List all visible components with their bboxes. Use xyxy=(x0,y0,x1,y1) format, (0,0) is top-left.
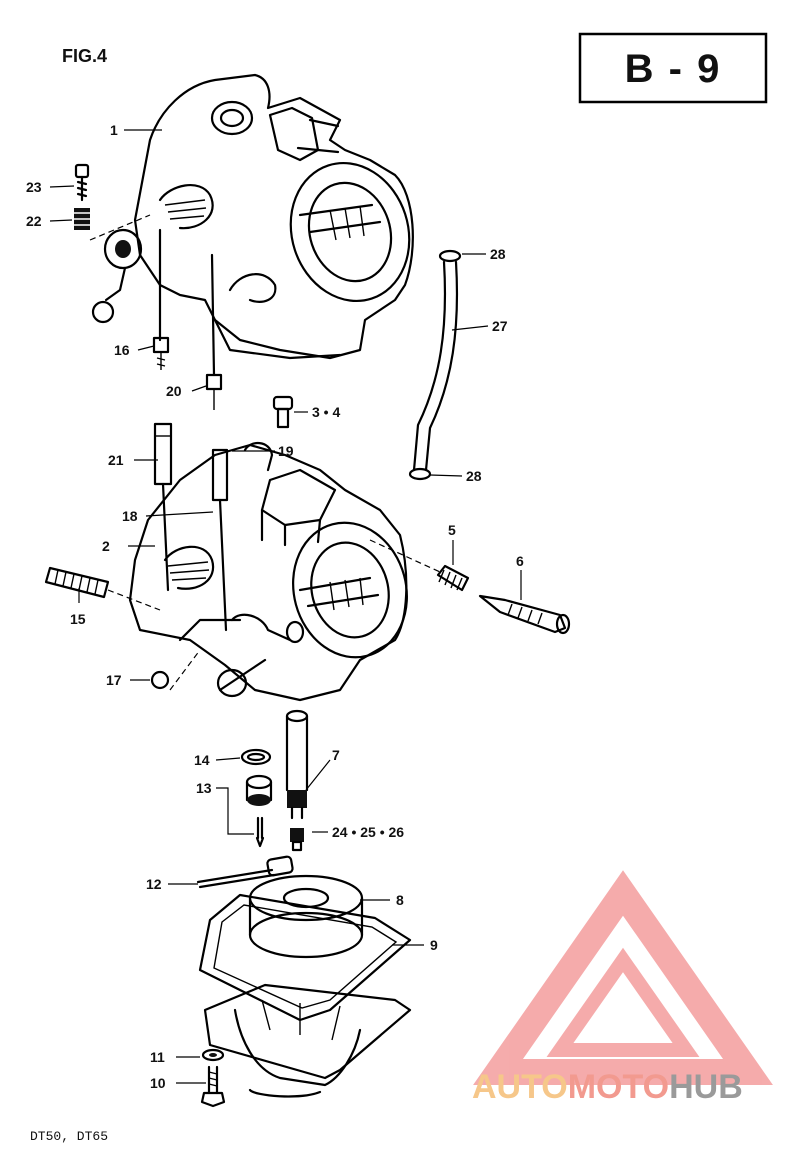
leader-lines xyxy=(49,129,522,1084)
watermark-moto: MOTO xyxy=(568,1068,669,1106)
figure-title: FIG.4 xyxy=(62,46,107,66)
screw-15 xyxy=(44,566,161,611)
callout-9: 9 xyxy=(430,937,438,953)
callout-15: 15 xyxy=(70,611,86,627)
watermark-auto: AUTO xyxy=(472,1068,568,1106)
screw-23 xyxy=(74,163,90,202)
callout-28-bottom: 28 xyxy=(466,468,482,484)
callout-2: 2 xyxy=(102,538,110,554)
callout-27: 27 xyxy=(492,318,508,334)
callout-10: 10 xyxy=(150,1075,166,1091)
float-bowl xyxy=(203,983,412,1098)
callout-21: 21 xyxy=(108,452,124,468)
callout-11: 11 xyxy=(150,1049,165,1065)
model-label: DT50, DT65 xyxy=(30,1129,108,1144)
callout-12: 12 xyxy=(146,876,162,892)
callout-16: 16 xyxy=(114,342,130,358)
code-box xyxy=(578,32,768,104)
callout-17: 17 xyxy=(106,672,122,688)
callout-24-25-26: 24 • 25 • 26 xyxy=(332,824,404,840)
spring-22 xyxy=(74,208,90,230)
callout-5: 5 xyxy=(448,522,456,538)
callout-19: 19 xyxy=(278,443,294,459)
screw-3-4 xyxy=(272,395,294,429)
rod-21 xyxy=(153,422,173,592)
callout-labels: 1 2 3 • 4 5 6 7 8 9 10 11 12 13 14 15 16… xyxy=(26,122,524,1091)
callout-28-top: 28 xyxy=(490,246,506,262)
main-jet-holder-7 xyxy=(285,709,309,820)
callout-23: 23 xyxy=(26,179,42,195)
callout-13: 13 xyxy=(196,780,212,796)
washer-11 xyxy=(201,1048,225,1062)
watermark-hub: HUB xyxy=(669,1068,743,1106)
washer-17 xyxy=(150,649,201,691)
washer-14 xyxy=(240,748,272,766)
figure-code: B - 9 xyxy=(625,47,722,91)
rod-18 xyxy=(211,448,229,632)
jet-24-25-26 xyxy=(290,828,304,852)
gasket-9 xyxy=(198,893,412,1022)
callout-3-4: 3 • 4 xyxy=(312,404,340,420)
callout-14: 14 xyxy=(194,752,210,768)
callout-8: 8 xyxy=(396,892,404,908)
callout-6: 6 xyxy=(516,553,524,569)
upper-carburetor-body xyxy=(89,73,414,360)
callout-1: 1 xyxy=(110,122,118,138)
spring-5 xyxy=(369,539,470,592)
callout-20: 20 xyxy=(166,383,182,399)
pin-12 xyxy=(196,855,294,889)
callout-22: 22 xyxy=(26,213,42,229)
callout-18: 18 xyxy=(122,508,138,524)
lower-carburetor-body xyxy=(128,442,408,702)
bolt-10 xyxy=(200,1065,226,1108)
callout-7: 7 xyxy=(332,747,340,763)
rod-16 xyxy=(152,228,170,370)
watermark-text: AUTOMOTOHUB xyxy=(472,1068,743,1106)
float-8 xyxy=(248,874,364,959)
plug-13 xyxy=(245,774,273,848)
rod-20 xyxy=(205,253,223,410)
hose-27 xyxy=(408,249,462,481)
watermark-logo xyxy=(473,870,773,1085)
needle-6 xyxy=(478,594,571,635)
